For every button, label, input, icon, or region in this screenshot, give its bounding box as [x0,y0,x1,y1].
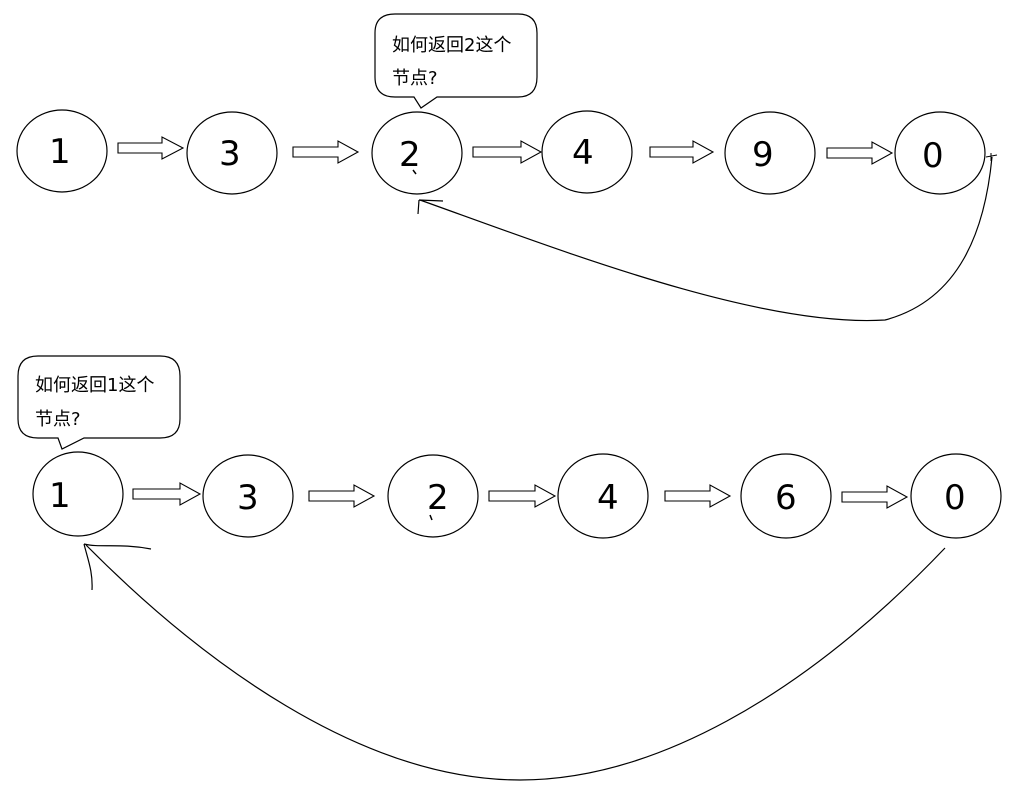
loop-back-arrowhead-1 [417,199,444,215]
node-label: 0 [922,136,944,176]
node-circle [16,109,108,193]
node-circle [894,111,986,195]
diagram-1: 如何返回2这个 节点? 1 3 2 4 9 0 [16,13,998,322]
node-1-6: 0 [894,111,986,195]
node-label: 4 [597,478,619,518]
callout-2-line-2: 节点? [35,409,81,430]
arrow-1-4 [649,140,715,164]
node-circle [387,454,479,538]
node-label: 6 [775,478,797,518]
pen-dot-2 [429,514,433,521]
node-1-1: 1 [16,109,108,193]
node-2-4: 4 [557,453,649,539]
loop-back-arrowhead-2 [83,543,152,591]
node-circle [371,111,463,195]
arrow-1-3 [472,140,543,164]
arrow-2-5 [841,485,909,509]
callout-2-line-1: 如何返回1这个 [35,375,154,396]
arrow-2-4 [664,484,732,508]
node-1-5: 9 [724,111,816,195]
callout-bubble-1-shape [374,13,538,109]
node-circle [32,451,124,537]
node-label: 0 [944,478,966,518]
arrow-1-5 [826,141,894,165]
callout-1-line-2: 节点? [392,68,438,89]
pen-dot-1 [412,169,417,175]
diagram-2: 如何返回1这个 节点? 1 3 2 4 6 0 [17,355,1002,781]
arrow-2-3 [488,484,557,508]
node-2-5: 6 [740,453,832,539]
node-circle [202,454,294,538]
node-label: 3 [219,134,241,174]
arrow-1-1 [117,136,185,160]
node-label: 1 [49,476,71,516]
loop-back-link-1 [419,156,993,322]
node-circle [740,453,832,539]
node-label: 3 [237,478,259,518]
node-2-3: 2 [387,454,479,538]
node-circle [186,111,278,195]
node-2-2: 3 [202,454,294,538]
node-1-4: 4 [541,110,633,194]
node-1-2: 3 [186,111,278,195]
node-circle [910,453,1002,539]
node-circle [557,453,649,539]
loop-back-link-2 [85,544,946,781]
arrow-2-1 [132,482,202,506]
node-1-3: 2 [371,111,463,195]
loop-back-tick-1 [985,153,998,161]
node-label: 1 [49,132,71,172]
node-2-1: 1 [32,451,124,537]
node-label: 2 [427,478,449,518]
arrow-2-2 [308,484,376,508]
node-circle [724,111,816,195]
node-label: 4 [572,133,594,173]
node-label: 2 [399,135,421,175]
arrow-1-2 [292,140,360,164]
callout-1-line-1: 如何返回2这个 [392,35,511,56]
callout-bubble-2-shape [17,355,181,450]
node-label: 9 [752,135,774,175]
node-2-6: 0 [910,453,1002,539]
callout-bubble-1: 如何返回2这个 节点? [374,13,538,109]
callout-bubble-2: 如何返回1这个 节点? [17,355,181,450]
